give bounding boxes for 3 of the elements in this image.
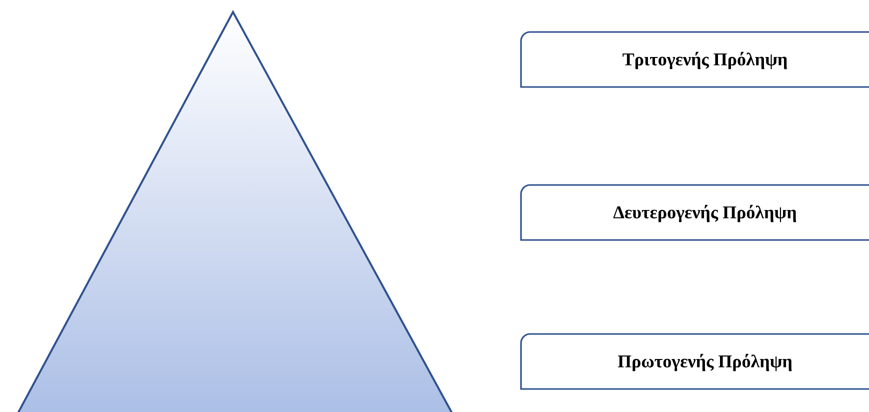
label-box: Πρωτογενής Πρόληψη (520, 333, 869, 390)
label-box: Τριτογενής Πρόληψη (520, 31, 869, 88)
label-box: Δευτερογενής Πρόληψη (520, 184, 869, 241)
